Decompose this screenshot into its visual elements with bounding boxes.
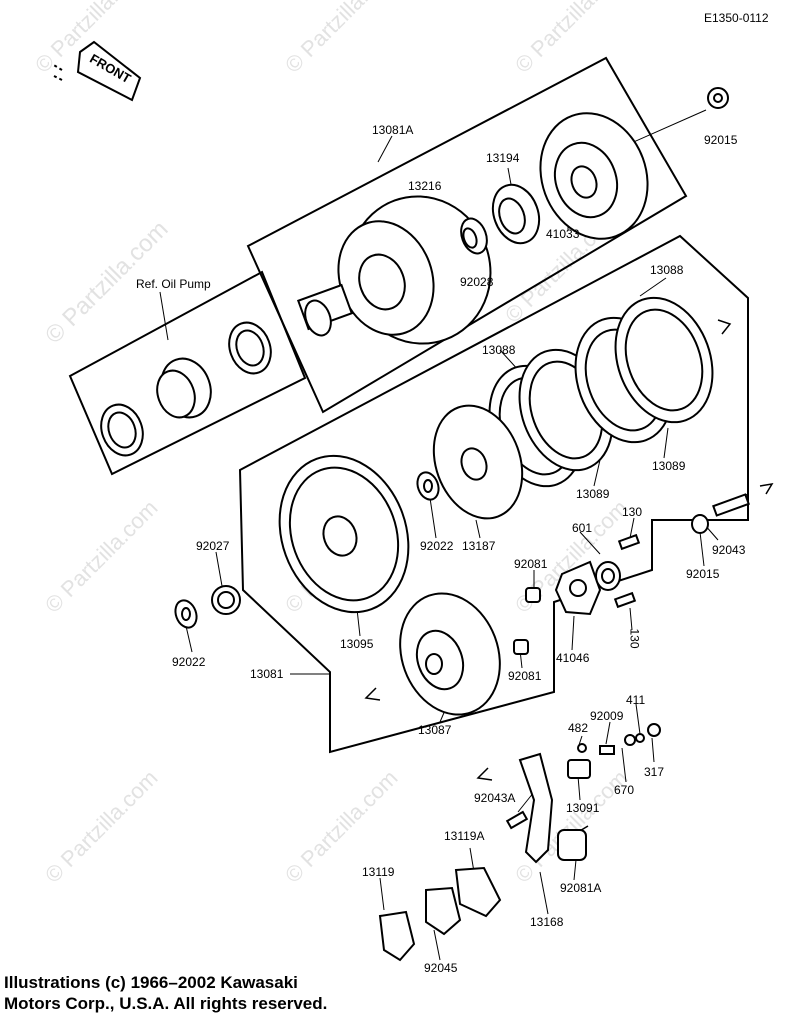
copyright-line-2: Motors Corp., U.S.A. All rights reserved… bbox=[4, 994, 328, 1013]
nut-92015-right bbox=[691, 514, 709, 534]
front-arrow bbox=[51, 40, 142, 102]
part-label: 92022 bbox=[172, 655, 206, 669]
bearing-92028 bbox=[460, 217, 488, 255]
clutch-hub-13087 bbox=[399, 592, 501, 716]
part-label: 13087 bbox=[418, 723, 452, 737]
part-label: 13088 bbox=[482, 343, 516, 357]
part-label: 41046 bbox=[556, 651, 590, 665]
part-label: 92081 bbox=[508, 669, 542, 683]
part-label: 92009 bbox=[590, 709, 624, 723]
centrifugal-clutch bbox=[539, 112, 649, 240]
pressure-plate bbox=[432, 404, 524, 520]
arrow-marker bbox=[476, 767, 493, 781]
oil-pump-ref-label: Ref. Oil Pump bbox=[136, 277, 211, 291]
part-label: 13168 bbox=[530, 915, 564, 929]
housing-group-outline bbox=[246, 56, 688, 414]
part-label: 482 bbox=[568, 721, 589, 735]
part-label: 13187 bbox=[462, 539, 496, 553]
bolt-130 bbox=[613, 533, 641, 609]
part-label: 130 bbox=[627, 628, 642, 649]
copyright-line-1: Illustrations (c) 1966–2002 Kawasaki bbox=[4, 973, 298, 992]
oil-pump-parts bbox=[100, 321, 272, 457]
pin-92043 bbox=[712, 493, 750, 517]
part-label: 92028 bbox=[460, 275, 494, 289]
part-label: 92043A bbox=[474, 791, 516, 805]
release-plate-41046 bbox=[554, 560, 602, 616]
part-label: 13216 bbox=[408, 179, 442, 193]
bearing-601 bbox=[595, 561, 621, 591]
washer-92022 bbox=[416, 471, 440, 501]
part-label: 13119A bbox=[444, 829, 485, 843]
clutch-gear-13095 bbox=[278, 454, 410, 614]
part-label: 13081A bbox=[372, 123, 414, 137]
arrow-marker bbox=[759, 482, 774, 495]
arrow-marker bbox=[717, 319, 732, 335]
part-label: 601 bbox=[572, 521, 593, 535]
sleeve-92027 bbox=[211, 585, 241, 615]
part-label: 92022 bbox=[420, 539, 454, 553]
part-label: 411 bbox=[626, 693, 646, 707]
part-label: 130 bbox=[622, 505, 643, 519]
part-label: 13095 bbox=[340, 637, 374, 651]
part-label: 670 bbox=[614, 783, 635, 797]
part-label: 92015 bbox=[686, 567, 720, 581]
part-label: 13081 bbox=[250, 667, 284, 681]
part-label: 13194 bbox=[486, 151, 520, 165]
clutch-plates bbox=[488, 296, 714, 488]
part-label: 13089 bbox=[652, 459, 686, 473]
part-label: 13119 bbox=[362, 865, 395, 879]
part-label: 317 bbox=[644, 765, 665, 779]
part-label: 92045 bbox=[424, 961, 458, 975]
part-label: 13088 bbox=[650, 263, 684, 277]
oil-pump-group-outline bbox=[68, 270, 307, 476]
bearing-13194 bbox=[491, 183, 541, 245]
part-label: 92043 bbox=[712, 543, 746, 557]
clutch-housing bbox=[296, 195, 492, 345]
part-label: 92081 bbox=[514, 557, 548, 571]
spring-92081 bbox=[513, 587, 541, 655]
part-label: 92081A bbox=[560, 881, 602, 895]
part-label: 92015 bbox=[704, 133, 738, 147]
part-label: 41033 bbox=[546, 227, 580, 241]
nut-92015-top bbox=[707, 87, 729, 109]
release-mechanism bbox=[378, 723, 661, 962]
washer-92022-lower bbox=[174, 599, 198, 629]
part-label: 13089 bbox=[576, 487, 610, 501]
diagram-code: E1350-0112 bbox=[704, 11, 769, 25]
arrow-marker bbox=[364, 687, 381, 701]
part-label: 92027 bbox=[196, 539, 230, 553]
part-label: 13091 bbox=[566, 801, 600, 815]
